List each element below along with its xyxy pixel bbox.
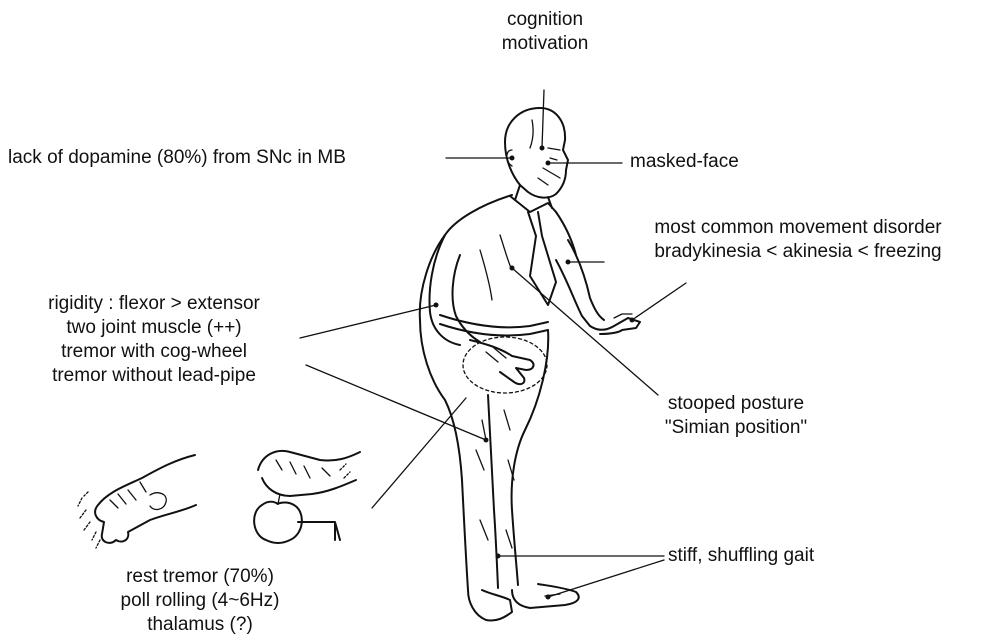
rigidity-label: rigidity : flexor > extensor two joint m…: [4, 292, 304, 388]
rest-tremor-hand-sketch: [78, 455, 196, 548]
face-label: masked-face: [630, 150, 739, 174]
rest-tremor-label-line-2: poll rolling (4~6Hz): [100, 589, 300, 613]
dopamine-label: lack of dopamine (80%) from SNc in MB: [8, 146, 346, 170]
leader-posture: [512, 268, 658, 395]
gait-label-text: stiff, shuffling gait: [668, 544, 814, 568]
posture-label-line-1: stooped posture: [646, 392, 826, 416]
posture-label-line-2: "Simian position": [646, 416, 826, 440]
movement-label-line-2: bradykinesia < akinesia < freezing: [608, 240, 988, 264]
leader-lines: [300, 90, 686, 600]
brain-label-line-2: motivation: [480, 32, 610, 56]
leader-rest-tremor: [372, 398, 466, 508]
apple-hand-sketch: [254, 451, 360, 543]
rigidity-label-line-4: tremor without lead-pipe: [4, 364, 304, 388]
rest-tremor-label-line-3: thalamus (?): [100, 613, 300, 637]
rigidity-label-line-3: tremor with cog-wheel: [4, 340, 304, 364]
movement-label: most common movement disorder bradykines…: [608, 216, 988, 264]
dopamine-label-text: lack of dopamine (80%) from SNc in MB: [8, 146, 346, 170]
leader-rigidity: [300, 305, 436, 338]
rest-tremor-label: rest tremor (70%) poll rolling (4~6Hz) t…: [100, 565, 300, 637]
leader-brain-dot: [540, 146, 545, 151]
leader-brain: [542, 90, 544, 148]
brain-label: cognition motivation: [480, 8, 610, 56]
rigidity-label-line-1: rigidity : flexor > extensor: [4, 292, 304, 316]
face-label-text: masked-face: [630, 150, 739, 174]
stooped-man-illustration: [420, 108, 640, 621]
movement-label-line-1: most common movement disorder: [608, 216, 988, 240]
leader-movement-hand: [632, 283, 686, 320]
rigidity-label-line-2: two joint muscle (++): [4, 316, 304, 340]
leader-gait-front: [548, 560, 664, 597]
posture-label: stooped posture "Simian position": [646, 392, 826, 440]
rest-tremor-label-line-1: rest tremor (70%): [100, 565, 300, 589]
leader-tremor-line: [306, 365, 486, 440]
gait-label: stiff, shuffling gait: [668, 544, 814, 568]
brain-label-line-1: cognition: [480, 8, 610, 32]
